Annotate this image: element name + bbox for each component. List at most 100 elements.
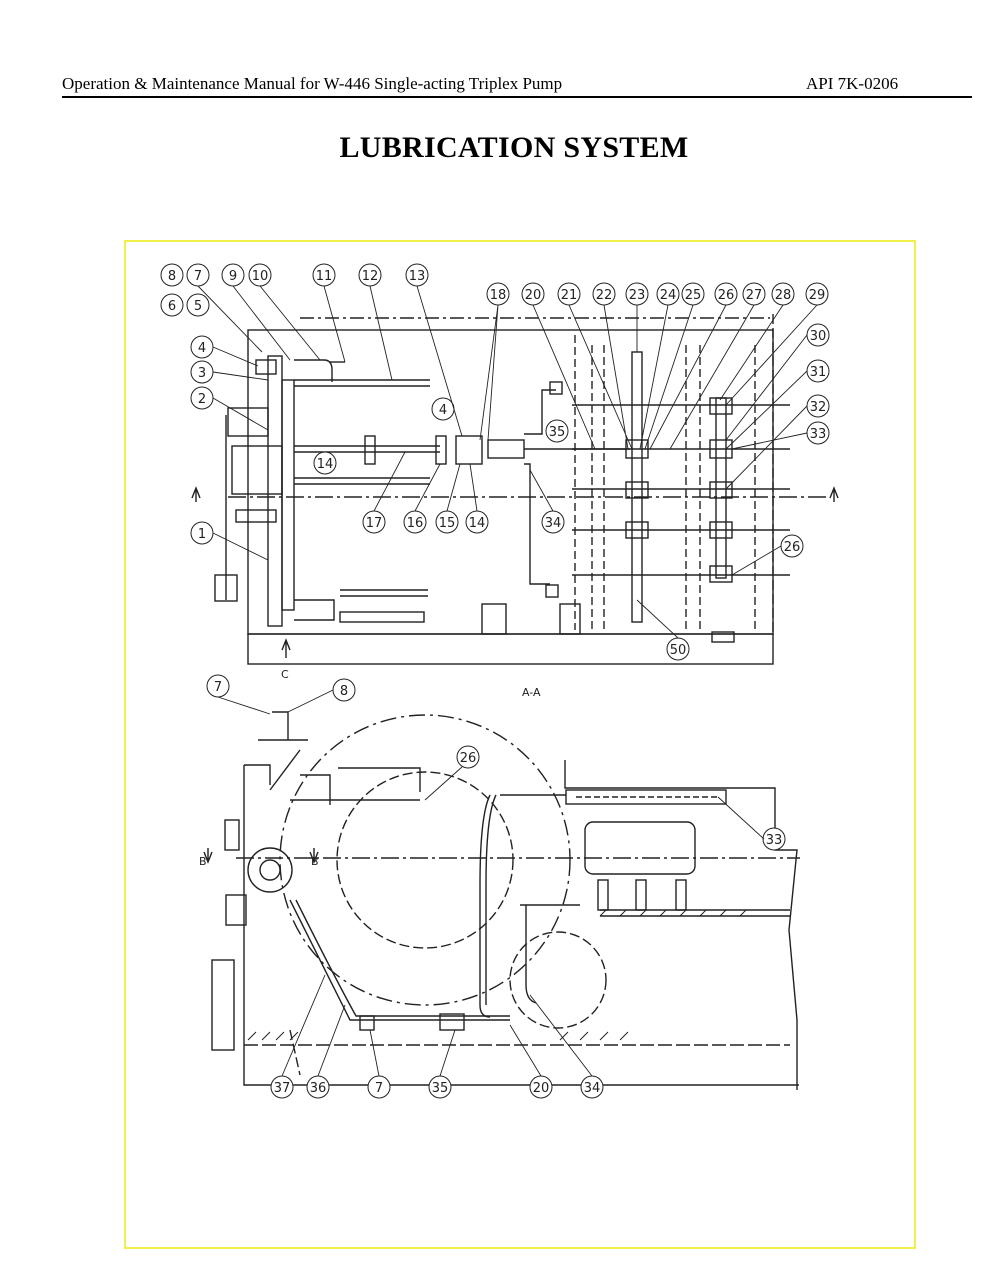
callout-5: 5 <box>186 293 210 317</box>
svg-text:23: 23 <box>629 288 646 303</box>
svg-text:15: 15 <box>439 516 456 531</box>
svg-text:33: 33 <box>766 833 783 848</box>
callout-35: 35 <box>545 419 569 443</box>
distribution-manifold <box>631 351 643 623</box>
header-manual-title: Operation & Maintenance Manual for W-446… <box>62 74 563 93</box>
svg-text:7: 7 <box>214 680 222 695</box>
callout-1: 1 <box>190 521 214 545</box>
callout-14: 14 <box>313 451 337 475</box>
section-arrow-right <box>829 486 839 502</box>
svg-text:30: 30 <box>810 329 827 344</box>
svg-text:35: 35 <box>432 1081 449 1096</box>
svg-text:7: 7 <box>375 1081 383 1096</box>
callout-9: 9 <box>221 263 245 287</box>
section-arrow-left <box>191 486 201 502</box>
svg-text:25: 25 <box>685 288 702 303</box>
callout-8-section: 8 <box>332 678 356 702</box>
callout-23: 23 <box>625 282 649 306</box>
section-b-left-label: B <box>199 855 207 868</box>
callout-34: 34 <box>541 510 565 534</box>
svg-text:33: 33 <box>810 427 827 442</box>
callout-20: 20 <box>521 282 545 306</box>
callout-24: 24 <box>656 282 680 306</box>
svg-text:4: 4 <box>198 341 206 356</box>
callout-20-bottom: 20 <box>529 1075 553 1099</box>
svg-text:28: 28 <box>775 288 792 303</box>
svg-text:18: 18 <box>490 288 507 303</box>
svg-text:5: 5 <box>194 299 202 314</box>
svg-text:22: 22 <box>596 288 613 303</box>
svg-text:36: 36 <box>310 1081 327 1096</box>
svg-text:6: 6 <box>168 299 176 314</box>
callout-12: 12 <box>358 263 382 287</box>
cross-fitting <box>455 435 483 465</box>
callout-25: 25 <box>681 282 705 306</box>
svg-text:34: 34 <box>545 516 562 531</box>
svg-text:24: 24 <box>660 288 677 303</box>
callout-17: 17 <box>362 510 386 534</box>
marker-c-arrow <box>281 638 291 658</box>
callout-6: 6 <box>160 293 184 317</box>
crank-circle <box>279 714 571 1006</box>
top-view-base <box>247 633 774 665</box>
svg-text:3: 3 <box>198 366 206 381</box>
callout-4-b: 4 <box>431 397 455 421</box>
callout-13: 13 <box>405 263 429 287</box>
section-aa-label: A-A <box>522 686 541 699</box>
callout-14-b: 14 <box>465 510 489 534</box>
svg-text:50: 50 <box>670 643 687 658</box>
svg-text:20: 20 <box>525 288 542 303</box>
svg-text:32: 32 <box>810 400 827 415</box>
callout-36: 36 <box>306 1075 330 1099</box>
callout-26: 26 <box>714 282 738 306</box>
callout-21: 21 <box>557 282 581 306</box>
svg-text:31: 31 <box>810 365 827 380</box>
svg-text:14: 14 <box>317 457 334 472</box>
callout-34-bottom: 34 <box>580 1075 604 1099</box>
svg-text:4: 4 <box>439 403 447 418</box>
svg-text:20: 20 <box>533 1081 550 1096</box>
svg-text:26: 26 <box>784 540 801 555</box>
callout-35-bottom: 35 <box>428 1075 452 1099</box>
callout-28: 28 <box>771 282 795 306</box>
callout-32: 32 <box>806 394 830 418</box>
callout-7-section: 7 <box>206 674 230 698</box>
callout-27: 27 <box>742 282 766 306</box>
svg-text:10: 10 <box>252 269 269 284</box>
svg-text:17: 17 <box>366 516 383 531</box>
callout-18: 18 <box>486 282 510 306</box>
callout-50: 50 <box>666 637 690 661</box>
svg-text:1: 1 <box>198 527 206 542</box>
svg-text:9: 9 <box>229 269 237 284</box>
callout-31: 31 <box>806 359 830 383</box>
callout-4: 4 <box>190 335 214 359</box>
svg-text:21: 21 <box>561 288 578 303</box>
section-b-right-label: B <box>311 855 319 868</box>
callout-11: 11 <box>312 263 336 287</box>
svg-text:12: 12 <box>362 269 379 284</box>
top-view-frame <box>247 329 774 635</box>
callout-7-bottom: 7 <box>367 1075 391 1099</box>
svg-text:26: 26 <box>460 751 477 766</box>
svg-text:29: 29 <box>809 288 826 303</box>
callout-16: 16 <box>403 510 427 534</box>
svg-text:2: 2 <box>198 392 206 407</box>
svg-text:11: 11 <box>316 269 333 284</box>
page-header: Operation & Maintenance Manual for W-446… <box>62 74 972 98</box>
page-title: LUBRICATION SYSTEM <box>339 131 689 164</box>
svg-text:26: 26 <box>718 288 735 303</box>
callout-26-b: 26 <box>780 534 804 558</box>
callout-26-section: 26 <box>456 745 480 769</box>
callout-22: 22 <box>592 282 616 306</box>
callout-37: 37 <box>270 1075 294 1099</box>
callout-10: 10 <box>248 263 272 287</box>
drawing-frame <box>124 240 916 1249</box>
marker-c-label: C <box>281 668 289 681</box>
svg-text:37: 37 <box>274 1081 291 1096</box>
callout-2: 2 <box>190 386 214 410</box>
svg-text:16: 16 <box>407 516 424 531</box>
svg-text:13: 13 <box>409 269 426 284</box>
svg-text:35: 35 <box>549 425 566 440</box>
callout-3: 3 <box>190 360 214 384</box>
